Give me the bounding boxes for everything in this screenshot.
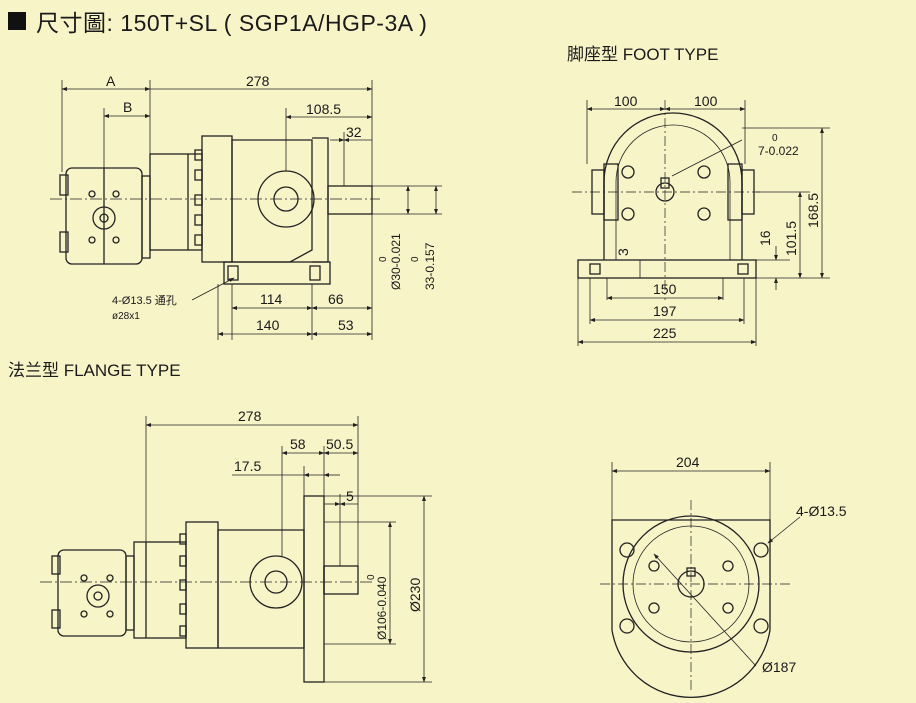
flange-dim-278-text: 278 [238, 408, 262, 424]
flange-dim-17-5-text: 17.5 [234, 458, 261, 474]
dim-66-text: 66 [328, 291, 344, 307]
dim-100-left-text: 100 [614, 93, 638, 109]
flange-holes-text: 4-Ø13.5 [796, 503, 847, 519]
shaft-dia-1-text: Ø30-0.021 [389, 233, 403, 290]
spigot-tol-text: 0 [366, 574, 377, 580]
dim-114-text: 114 [260, 291, 283, 307]
dim-53-text: 53 [338, 317, 354, 333]
key-width-text: 7-0.022 [758, 144, 799, 158]
side-view-foot [50, 80, 442, 340]
title-square-icon [8, 12, 26, 30]
key-tol-text: 0 [772, 133, 778, 144]
foot-type-label: 脚座型 FOOT TYPE [567, 45, 719, 64]
front-view-foot [572, 100, 830, 346]
flange-dim-204-text: 204 [676, 454, 700, 470]
dim-B-text: B [123, 99, 132, 115]
flange-dim-50-5-text: 50.5 [326, 436, 353, 452]
title-text: 尺寸圖: 150T+SL ( SGP1A/HGP-3A ) [36, 10, 428, 36]
dim-A-text: A [106, 73, 116, 89]
spigot-dia-text: Ø106-0.040 [375, 576, 389, 640]
dim-100-right-text: 100 [694, 93, 718, 109]
flange-dia-text: Ø230 [407, 578, 423, 612]
page-title: 尺寸圖: 150T+SL ( SGP1A/HGP-3A ) [8, 4, 427, 38]
counterbore-note-text: ø28x1 [112, 311, 140, 322]
dim-168-5-text: 168.5 [805, 193, 821, 228]
dim-150-text: 150 [653, 281, 677, 297]
flange-dim-58-text: 58 [290, 436, 306, 452]
shaft-tol-1-text: 0 [378, 256, 389, 262]
dim-101-5-text: 101.5 [783, 221, 799, 256]
flange-pcd-text: Ø187 [762, 659, 796, 675]
front-view-flange [600, 462, 801, 698]
flange-type-label: 法兰型 FLANGE TYPE [8, 361, 181, 380]
side-view-flange [40, 416, 432, 683]
dim-32-text: 32 [346, 124, 362, 140]
hole-note-text: 4-Ø13.5 通孔 [112, 294, 177, 307]
dim-197-text: 197 [653, 303, 677, 319]
shaft-tol-2-text: 0 [410, 256, 421, 262]
dim-16-text: 16 [757, 230, 773, 246]
dim-3-text: 3 [615, 248, 631, 256]
dim-225-text: 225 [653, 325, 677, 341]
dim-140-text: 140 [256, 317, 280, 333]
dim-108-5-text: 108.5 [306, 101, 341, 117]
shaft-dia-2-text: 33-0.157 [423, 242, 437, 290]
flange-dim-5-text: 5 [346, 488, 354, 504]
dim-278-text: 278 [246, 73, 270, 89]
